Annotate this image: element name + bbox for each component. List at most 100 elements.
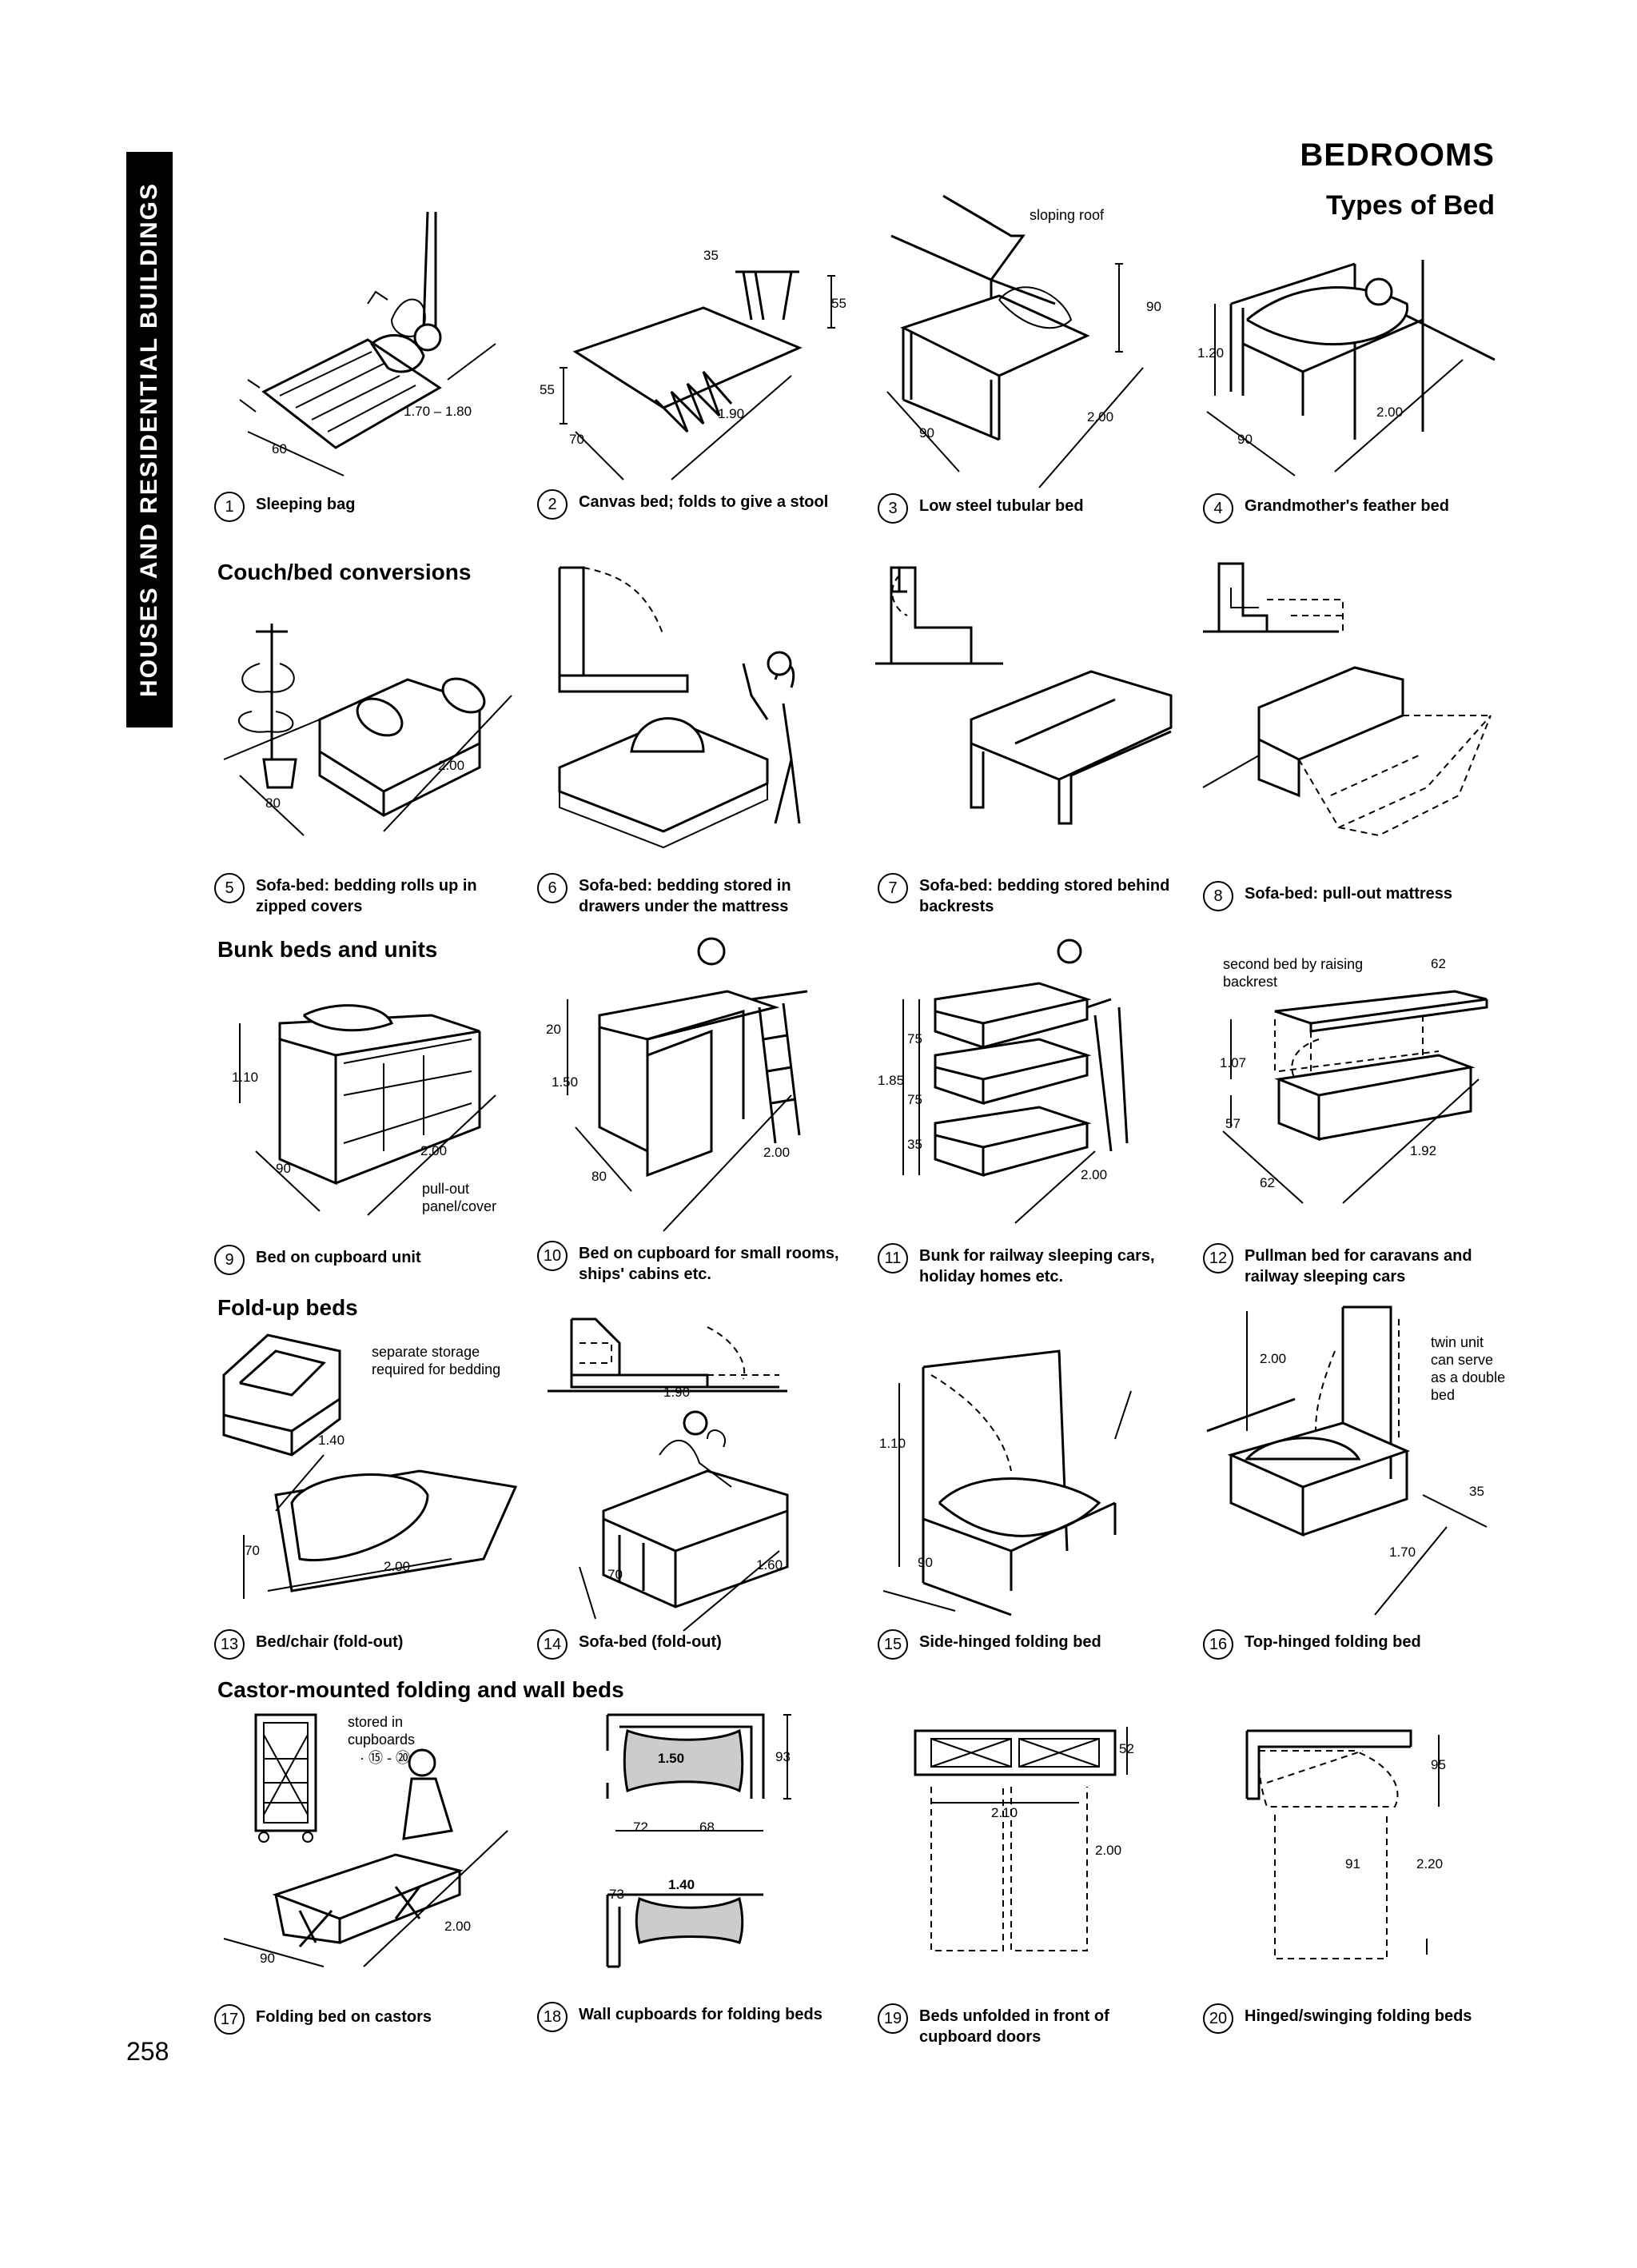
figure-8-drawing	[1202, 562, 1492, 837]
dim-label: 57	[1225, 1116, 1241, 1131]
dim-label: 62	[1431, 956, 1446, 971]
caption-text: Bunk for railway sleeping cars, holiday …	[919, 1247, 1155, 1285]
caption-text: Bed/chair (fold-out)	[256, 1633, 404, 1651]
figure-17-drawing	[223, 1713, 508, 1967]
figure-number: 18	[537, 2002, 568, 2032]
dim-label: 2.00	[1087, 409, 1114, 425]
dim-label: 2.20	[1416, 1856, 1444, 1871]
annotation-stored-in: stored in cupboards	[348, 1714, 416, 1748]
dim-label: 75	[907, 1092, 922, 1107]
annotation-pull-out: pull-out panel/cover	[422, 1181, 497, 1214]
dim-label: 1.92	[1410, 1143, 1437, 1158]
figure-number: 10	[537, 1241, 568, 1271]
dim-label: 80	[265, 795, 281, 811]
figure-19-drawing	[914, 1727, 1128, 1951]
figure-2-caption: 2 Canvas bed; folds to give a stool	[537, 489, 841, 520]
dim-label: 75	[907, 1031, 922, 1046]
caption-text: Canvas bed; folds to give a stool	[579, 493, 829, 511]
dim-label: 1.40	[668, 1877, 695, 1892]
figure-11-drawing	[902, 939, 1129, 1224]
caption-text: Sleeping bag	[256, 496, 356, 513]
figure-7-drawing	[875, 566, 1173, 825]
sidebar-title: HOUSES AND RESIDENTIAL BUILDINGS	[136, 181, 162, 698]
dim-label: 2.00	[1376, 405, 1404, 420]
annotation-twin-unit: twin unit can serve as a double bed	[1431, 1334, 1506, 1403]
dim-label: 95	[1431, 1757, 1446, 1772]
figure-14-caption: 14 Sofa-bed (fold-out)	[537, 1629, 841, 1660]
figure-number: 15	[878, 1629, 908, 1660]
caption-text: Sofa-bed: bedding stored behind backrest…	[919, 877, 1170, 915]
dim-label: 1.07	[1220, 1055, 1247, 1070]
dim-label: 90	[260, 1951, 275, 1966]
figure-18-drawing	[606, 1713, 791, 1968]
caption-text: Sofa-bed: bedding rolls up in zipped cov…	[256, 877, 477, 915]
dim-label: 68	[699, 1820, 715, 1835]
figure-number: 8	[1203, 881, 1233, 911]
figure-9-caption: 9 Bed on cupboard unit	[214, 1245, 518, 1275]
caption-text: Beds unfolded in front of cupboard doors	[919, 2007, 1109, 2046]
section-heading: Fold-up beds	[217, 1295, 358, 1320]
page-number: 258	[126, 2037, 169, 2066]
dim-label: 70	[245, 1543, 260, 1558]
figure-10-drawing	[567, 937, 808, 1232]
figure-18-caption: 18 Wall cupboards for folding beds	[537, 2002, 841, 2032]
figure-number: 13	[214, 1629, 245, 1660]
dim-label: 1.60	[756, 1557, 783, 1572]
figure-20-drawing	[1245, 1729, 1440, 1959]
figure-17-caption: 17 Folding bed on castors	[214, 2004, 518, 2035]
figure-number: 12	[1203, 1243, 1233, 1274]
figure-13-caption: 13 Bed/chair (fold-out)	[214, 1629, 518, 1660]
figure-5-caption: 5 Sofa-bed: bedding rolls up in zipped c…	[214, 873, 518, 917]
dim-label: 35	[703, 248, 719, 263]
figure-number: 20	[1203, 2003, 1233, 2034]
dim-label: 2.00	[438, 758, 465, 773]
dim-label: 1.40	[318, 1433, 345, 1448]
figure-6-drawing	[558, 566, 801, 849]
figure-5-drawing	[223, 624, 512, 836]
dim-label: 1.70 – 1.80	[404, 404, 472, 419]
figure-16-caption: 16 Top-hinged folding bed	[1203, 1629, 1507, 1660]
figure-11-caption: 11 Bunk for railway sleeping cars, holid…	[878, 1243, 1181, 1287]
figure-3-caption: 3 Low steel tubular bed	[878, 493, 1181, 524]
figure-10-caption: 10 Bed on cupboard for small rooms, ship…	[537, 1241, 841, 1285]
dim-label: 72	[633, 1820, 648, 1835]
dim-label: 73	[609, 1887, 624, 1902]
dim-label: 80	[591, 1169, 607, 1184]
dim-label: 62	[1260, 1175, 1275, 1190]
dim-label: 1.85	[878, 1073, 905, 1088]
figure-3-drawing	[886, 194, 1144, 488]
dim-label: 2.10	[991, 1805, 1018, 1820]
annotation-sloping-roof: sloping roof	[1030, 207, 1105, 223]
dim-label: 70	[607, 1567, 623, 1582]
dim-label: 1.50	[552, 1074, 579, 1090]
caption-text: Sofa-bed: bedding stored in drawers unde…	[579, 877, 791, 915]
figure-9-drawing	[239, 1004, 496, 1216]
dim-label: 90	[1146, 299, 1161, 314]
figure-number: 4	[1203, 493, 1233, 524]
figure-4-caption: 4 Grandmother's feather bed	[1203, 493, 1507, 524]
dim-label: 93	[775, 1749, 791, 1764]
dim-label: 1.20	[1197, 345, 1225, 361]
dim-label: 1.90	[718, 406, 745, 421]
figure-number: 7	[878, 873, 908, 903]
dim-label: 91	[1345, 1856, 1360, 1871]
caption-text: Bed on cupboard for small rooms, ships' …	[579, 1245, 839, 1283]
dim-label: 70	[569, 432, 584, 447]
figure-number: 2	[537, 489, 568, 520]
caption-text: Bed on cupboard unit	[256, 1249, 421, 1266]
figure-7-caption: 7 Sofa-bed: bedding stored behind backre…	[878, 873, 1181, 917]
figure-13-drawing	[222, 1333, 518, 1599]
figure-8-caption: 8 Sofa-bed: pull-out mattress	[1203, 881, 1523, 911]
dim-label: 90	[918, 1555, 933, 1570]
caption-text: Pullman bed for caravans and railway sle…	[1245, 1247, 1472, 1285]
figure-20-caption: 20 Hinged/swinging folding beds	[1203, 2003, 1507, 2034]
dim-label: 55	[831, 296, 846, 311]
caption-text: Folding bed on castors	[256, 2008, 432, 2026]
caption-text: Top-hinged folding bed	[1245, 1633, 1421, 1651]
dim-label: 55	[540, 382, 555, 397]
dim-label: 35	[907, 1137, 922, 1152]
dim-label: 1.50	[658, 1751, 685, 1766]
dim-label: 2.00	[763, 1145, 791, 1160]
caption-text: Wall cupboards for folding beds	[579, 2006, 822, 2023]
dim-label: 1.10	[879, 1436, 906, 1451]
